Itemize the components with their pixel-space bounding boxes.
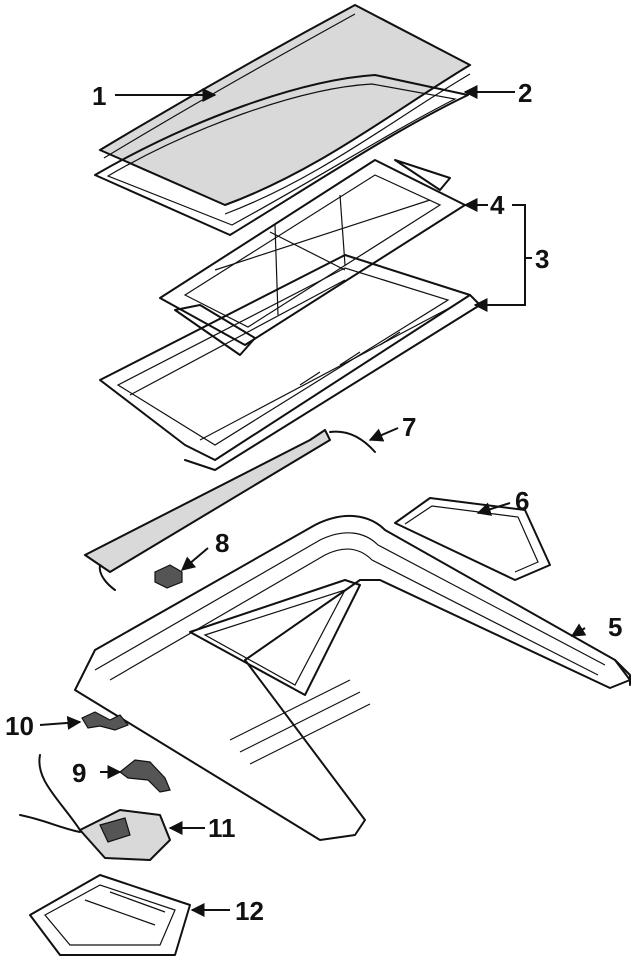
callout-1: 1 bbox=[92, 81, 106, 111]
callout-6: 6 bbox=[515, 486, 529, 516]
part-wind-deflector bbox=[83, 428, 376, 591]
part-lower-frame bbox=[99, 254, 481, 471]
part-drain-seal bbox=[394, 497, 551, 581]
callout-12: 12 bbox=[235, 896, 264, 926]
part-glass-panel bbox=[98, 4, 472, 215]
callout-8: 8 bbox=[215, 528, 229, 558]
part-glass-seal bbox=[94, 74, 469, 236]
callout-11: 11 bbox=[208, 813, 236, 843]
callout-7: 7 bbox=[402, 412, 416, 442]
leader-lines bbox=[39, 85, 587, 917]
callout-5: 5 bbox=[608, 612, 622, 642]
callout-4: 4 bbox=[490, 190, 505, 220]
callout-2: 2 bbox=[518, 78, 532, 108]
callout-3: 3 bbox=[535, 244, 549, 274]
part-bracket-9 bbox=[119, 759, 171, 793]
part-clip bbox=[154, 564, 183, 589]
part-housing bbox=[74, 514, 631, 841]
part-bracket-10 bbox=[81, 711, 129, 731]
part-motor bbox=[19, 754, 171, 861]
callout-10: 10 bbox=[5, 711, 34, 741]
part-tray bbox=[29, 874, 191, 956]
callout-9: 9 bbox=[72, 758, 86, 788]
